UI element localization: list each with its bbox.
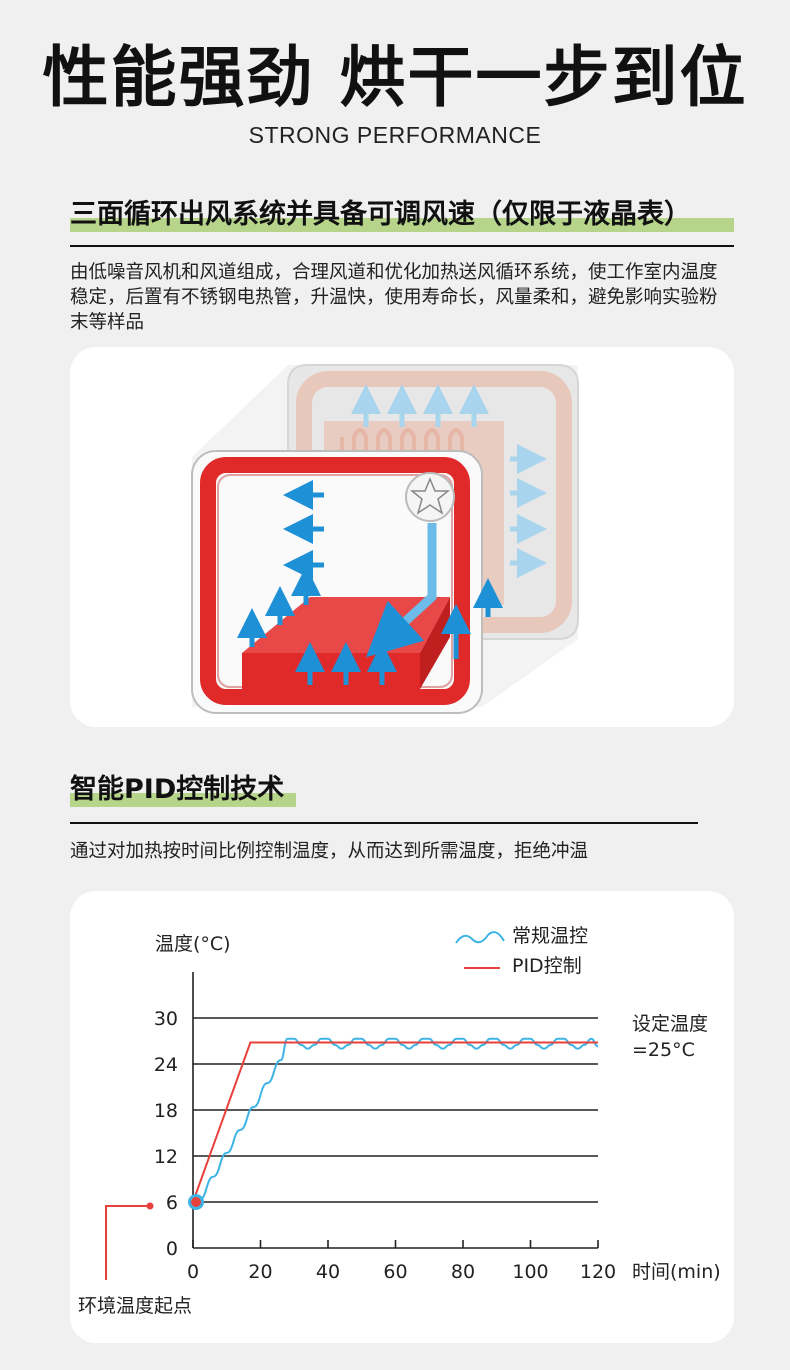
x-axis-label: 时间(min) [632,1261,721,1283]
page-subtitle: STRONG PERFORMANCE [248,122,542,148]
section1-divider [70,245,734,247]
setpoint-annotation-line1: 设定温度 [632,1013,708,1035]
section1-heading-highlight [70,218,734,232]
page-title: 性能强劲 烘干一步到位 [42,39,748,116]
y-tick-label: 0 [166,1238,178,1260]
ambient-annotation: 环境温度起点 [78,1295,192,1317]
ambient-pointer [105,1202,154,1280]
airflow-arrows [237,480,503,685]
chart-grid [193,1017,598,1203]
y-tick-label: 30 [154,1008,178,1030]
section2-heading: 智能PID控制技术 [70,774,285,805]
chart-legend: 常规温控 PID控制 [455,925,588,977]
exhaust-arrows [351,384,547,578]
x-tick-label: 60 [383,1261,407,1283]
series-line-pid [192,1041,598,1203]
legend-label-conventional: 常规温控 [512,925,588,947]
x-tick-label: 40 [316,1261,340,1283]
y-tick-label: 18 [154,1100,178,1122]
x-tick-label: 80 [451,1261,475,1283]
x-tick-label: 100 [512,1261,548,1283]
section2-divider [70,822,698,824]
section2-description: 通过对加热按时间比例控制温度，从而达到所需温度，拒绝冲温 [70,841,589,862]
section2-heading-highlight [70,793,296,807]
legend-swatch-conventional [455,931,505,944]
fan-icon [405,472,455,522]
chart-axes: 0 6 12 18 24 30 0 20 40 60 80 100 120 [154,972,616,1283]
section1-heading: 三面循环出风系统并具备可调风速（仅限于液晶表） [70,199,691,230]
x-tick-label: 120 [580,1261,616,1283]
airflow-diagram-card [70,347,734,727]
setpoint-annotation-line2: =25°C [632,1039,695,1061]
legend-label-pid: PID控制 [512,955,582,977]
pid-chart-card [70,891,734,1343]
x-tick-label: 20 [248,1261,272,1283]
x-tick-label: 0 [187,1261,199,1283]
y-tick-label: 12 [154,1146,178,1168]
y-tick-label: 6 [166,1192,178,1214]
series-line-conventional [192,1037,599,1203]
chart-series [188,1037,599,1210]
y-tick-label: 24 [154,1054,178,1076]
start-point-inner [191,1197,201,1207]
section1-description: 由低噪音风机和风道组成，合理风道和优化加热送风循环系统，使工作室内温度稳定，后置… [70,262,718,333]
y-axis-label: 温度(°C) [155,933,231,955]
airflow-diagram [191,364,579,714]
